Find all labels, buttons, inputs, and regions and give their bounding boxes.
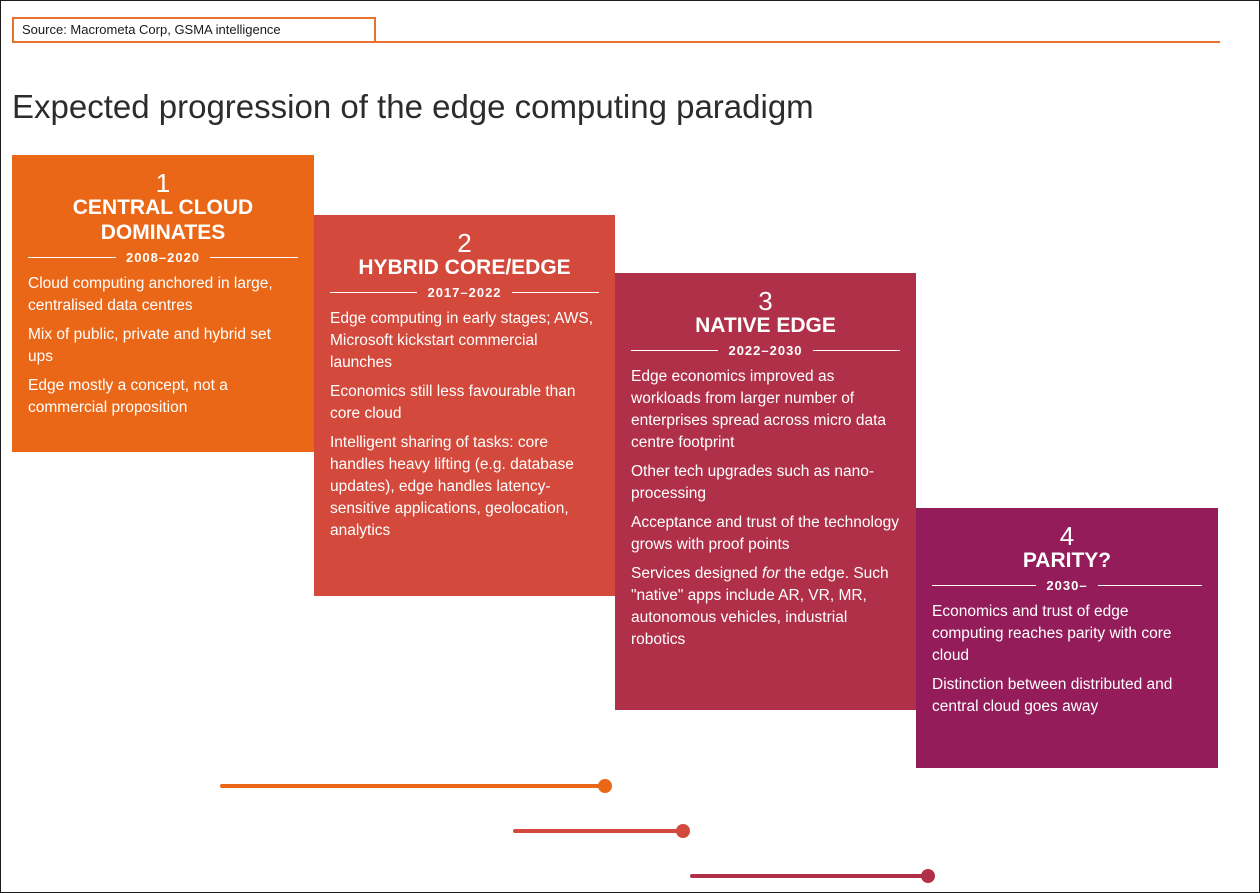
stage-point: Distinction between distributed and cent…	[932, 676, 1173, 715]
stage-1-points: Cloud computing anchored in large, centr…	[28, 273, 298, 419]
stage-point: Intelligent sharing of tasks: core handl…	[330, 434, 574, 539]
header-rule	[376, 41, 1220, 43]
years-rule-left	[631, 350, 719, 351]
stage-point: Mix of public, private and hybrid set up…	[28, 326, 271, 365]
years-rule-right	[210, 257, 299, 258]
stage-point: Edge computing in early stages; AWS, Mic…	[330, 310, 594, 371]
timeline-bar-stage-2	[513, 829, 683, 833]
years-rule-left	[330, 292, 418, 293]
stage-2-name: HYBRID CORE/EDGE	[358, 256, 571, 279]
stage-4-years: 2030–	[932, 578, 1202, 593]
stage-3-years: 2022–2030	[631, 343, 901, 358]
source-label: Source: Macrometa Corp, GSMA intelligenc…	[12, 17, 376, 43]
years-rule-right	[511, 292, 600, 293]
stage-2-points: Edge computing in early stages; AWS, Mic…	[330, 308, 599, 542]
stage-point: Economics still less favourable than cor…	[330, 383, 576, 422]
stage-4-years-label: 2030–	[1046, 578, 1088, 593]
timeline-dot-stage-1	[598, 779, 612, 793]
stage-3-points: Edge economics improved as workloads fro…	[631, 366, 900, 651]
stage-2-card: 2 HYBRID CORE/EDGE 2017–2022 Edge comput…	[314, 215, 615, 596]
stage-point: Cloud computing anchored in large, centr…	[28, 275, 273, 314]
stage-point: Edge economics improved as workloads fro…	[631, 368, 887, 451]
stage-point: Edge mostly a concept, not a commercial …	[28, 377, 228, 416]
stage-3-card: 3 NATIVE EDGE 2022–2030 Edge economics i…	[615, 273, 916, 710]
stage-1-years: 2008–2020	[28, 250, 299, 265]
stage-4-points: Economics and trust of edge computing re…	[932, 601, 1202, 718]
timeline-bar-stage-1	[220, 784, 605, 788]
stage-1-name: CENTRAL CLOUD DOMINATES	[72, 196, 254, 244]
stage-3-number: 3	[758, 286, 773, 316]
stage-1-years-label: 2008–2020	[125, 250, 201, 265]
stage-4-card: 4 PARITY? 2030– Economics and trust of e…	[916, 508, 1218, 768]
timeline-bar-stage-3	[690, 874, 928, 878]
years-rule-left	[28, 257, 116, 258]
stage-3-name: NATIVE EDGE	[695, 314, 836, 337]
years-rule-right	[812, 350, 901, 351]
stage-point: Services designed for the edge. Such "na…	[631, 565, 889, 648]
years-rule-right	[1097, 585, 1202, 586]
stage-2-years-label: 2017–2022	[427, 285, 502, 300]
stage-2-number: 2	[457, 228, 472, 258]
stage-4-name: PARITY?	[1022, 549, 1112, 572]
page-title: Expected progression of the edge computi…	[12, 88, 814, 125]
timeline-dot-stage-2	[676, 824, 690, 838]
stage-point: Acceptance and trust of the technology g…	[631, 514, 899, 553]
timeline-dot-stage-3	[921, 869, 935, 883]
stage-point: Other tech upgrades such as nano-process…	[631, 463, 874, 502]
stage-2-years: 2017–2022	[330, 285, 600, 300]
years-rule-left	[932, 585, 1037, 586]
stage-1-number: 1	[155, 168, 171, 198]
stage-4-number: 4	[1059, 521, 1075, 551]
stage-3-years-label: 2022–2030	[728, 343, 803, 358]
stage-point: Economics and trust of edge computing re…	[932, 603, 1172, 664]
stage-1-card: 1 CENTRAL CLOUD DOMINATES 2008–2020 Clou…	[12, 155, 314, 452]
